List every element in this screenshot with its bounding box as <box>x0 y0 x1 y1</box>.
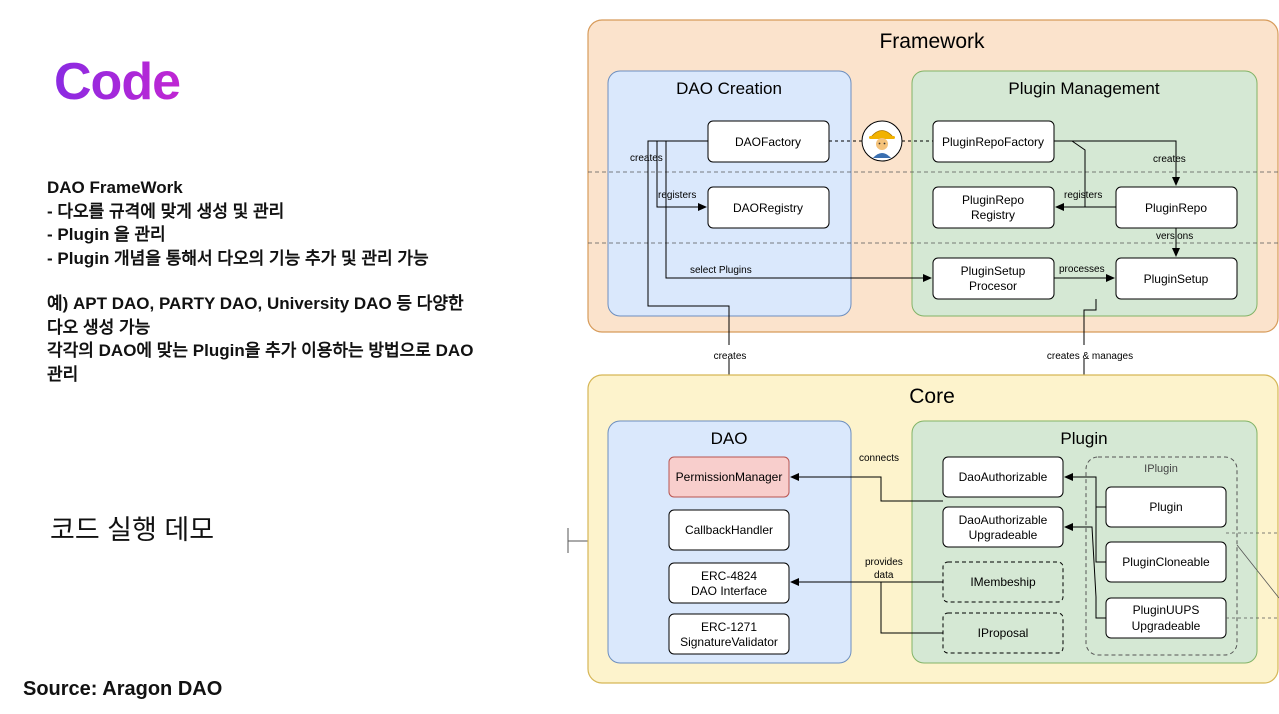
description-line: 예) APT DAO, PARTY DAO, University DAO 등 … <box>47 294 464 313</box>
registers-connector <box>1071 140 1116 208</box>
erc1271-box <box>668 613 790 655</box>
edge-label-registers: registers <box>658 190 696 201</box>
dao-registry-box <box>707 186 830 229</box>
plugin-repo-label: PluginRepo <box>1145 201 1207 215</box>
dao-authorizable-upgradeable-label: DaoAuthorizable <box>959 513 1048 527</box>
description-line: - 다오를 규격에 맞게 생성 및 관리 <box>47 201 285 221</box>
permission-manager-label: PermissionManager <box>676 470 783 484</box>
creates-repo-arrow <box>1054 140 1180 186</box>
dao-authorizable-upgradeable-box <box>942 506 1064 548</box>
plugin-repo-factory-label: PluginRepoFactory <box>942 135 1044 149</box>
demo-label[interactable]: 코드 실행 데모 <box>50 515 215 545</box>
creates-manages-arrow <box>1080 299 1097 417</box>
edge-label-processes: processes <box>1059 264 1105 275</box>
plugin-setup-processor-label: PluginSetup <box>961 264 1026 278</box>
edge-label-creates: creates <box>1153 154 1186 165</box>
iproposal-label: IProposal <box>978 626 1029 640</box>
description-line: - Plugin 개념을 통해서 다오의 기능 추가 및 관리 가능 <box>47 248 429 268</box>
plugin-setup-box <box>1115 257 1238 300</box>
description-line: 각각의 DAO에 맞는 Plugin을 추가 이용하는 방법으로 DAO <box>47 341 474 360</box>
iplugin-title: IPlugin <box>1144 463 1178 475</box>
dao-registry-label: DAORegistry <box>733 201 803 215</box>
edge-label-select-plugins: select Plugins <box>690 265 752 276</box>
plugin-uups-label: Upgradeable <box>1132 619 1201 633</box>
framework-title: Framework <box>879 30 985 53</box>
plugin-setup-processor-label: Procesor <box>969 279 1017 293</box>
select-plugins-arrow <box>665 140 932 282</box>
callback-handler-box <box>668 509 790 551</box>
description-line: 관리 <box>47 364 79 384</box>
edge-label-creates: creates <box>714 351 747 362</box>
description-text: DAO FrameWork - 다오를 규격에 맞게 생성 및 관리 - Plu… <box>47 176 557 386</box>
connects-arrow <box>790 473 943 502</box>
dao-authorizable-box <box>942 456 1064 498</box>
dao-title: DAO <box>711 429 748 448</box>
source-credit: Source: Aragon DAO <box>23 678 223 700</box>
label-bg <box>1042 345 1138 359</box>
inherit-arrow <box>1064 523 1106 619</box>
erc4824-label: DAO Interface <box>691 584 767 598</box>
plugin-repo-registry-box <box>932 186 1055 229</box>
edge-label-versions: versions <box>1156 231 1193 242</box>
description-line: 다오 생성 가능 <box>47 317 151 337</box>
erc1271-label: SignatureValidator <box>680 635 778 649</box>
plugin-repo-registry-label: Registry <box>971 208 1015 222</box>
edge-label-connects: connects <box>859 453 899 464</box>
plugin-cloneable-label: PluginCloneable <box>1122 555 1210 569</box>
edge-label-provides-data: data <box>874 570 894 581</box>
edge-label-registers: registers <box>1064 190 1102 201</box>
slide-title: Code <box>54 53 181 111</box>
erc1271-label: ERC-1271 <box>701 620 757 634</box>
edge-label-creates-manages: creates & manages <box>1047 351 1133 362</box>
plugin-title: Plugin <box>1060 429 1107 448</box>
dao-authorizable-upgradeable-label: Upgradeable <box>969 528 1038 542</box>
plugin-management-title: Plugin Management <box>1008 79 1159 98</box>
inherit-arrow <box>1064 473 1106 508</box>
connector-line <box>1236 544 1279 599</box>
erc4824-box <box>668 562 790 604</box>
description-line: DAO FrameWork <box>47 178 183 197</box>
core-title: Core <box>909 385 955 408</box>
description-line: - Plugin 을 관리 <box>47 225 166 244</box>
label-bg <box>716 345 744 359</box>
callback-handler-label: CallbackHandler <box>685 523 773 537</box>
imembership-label: IMembeship <box>970 575 1036 589</box>
erc4824-label: ERC-4824 <box>701 569 757 583</box>
registers-arrow <box>656 140 707 211</box>
construction-worker-icon <box>861 120 903 162</box>
plugin-setup-label: PluginSetup <box>1144 272 1209 286</box>
plugin-repo-registry-label: PluginRepo <box>962 193 1024 207</box>
dao-authorizable-label: DaoAuthorizable <box>959 470 1048 484</box>
inherit-connector <box>1095 507 1106 563</box>
edge-label-creates: creates <box>630 153 663 164</box>
permission-manager-box <box>668 456 790 498</box>
plugin-uups-label: PluginUUPS <box>1133 603 1200 617</box>
dao-creation-title: DAO Creation <box>676 79 782 98</box>
edge-label-provides-data: provides <box>865 557 903 568</box>
dao-factory-label: DAOFactory <box>735 135 801 149</box>
plugin-label: Plugin <box>1149 500 1182 514</box>
provides-data-connector <box>880 582 943 634</box>
